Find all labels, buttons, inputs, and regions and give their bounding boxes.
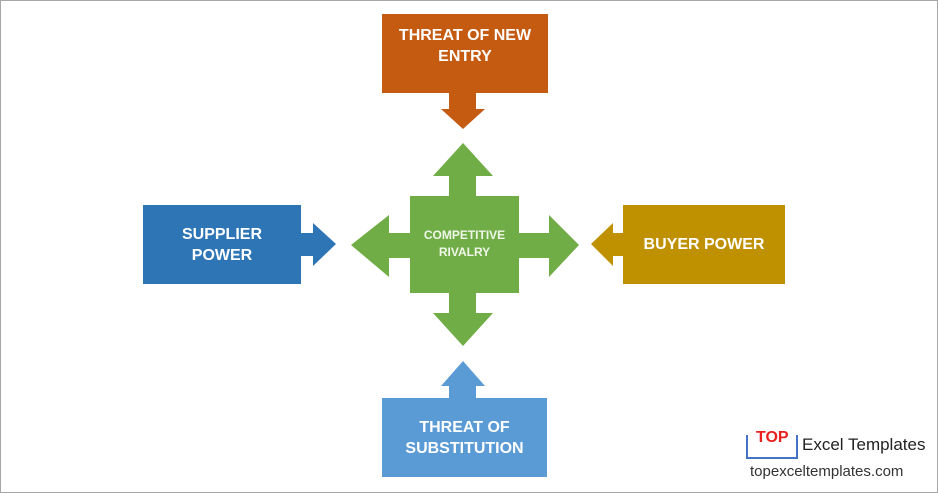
threat-of-substitution-callout xyxy=(382,361,547,477)
threat-of-new-entry-label: THREAT OF NEW ENTRY xyxy=(398,27,532,65)
competitive-rivalry-quad-arrow xyxy=(351,143,579,346)
buyer-power-label: BUYER POWER xyxy=(643,236,765,253)
threat-of-substitution-label: THREAT OF SUBSTITUTION xyxy=(405,418,524,457)
supplier-power-callout xyxy=(143,205,336,284)
buyer-power-callout xyxy=(591,205,785,284)
logo-bracket-icon xyxy=(746,435,798,459)
bottom-shape xyxy=(382,361,547,477)
threat-of-new-entry-callout xyxy=(382,14,548,129)
top-shape xyxy=(382,14,548,129)
center-shape xyxy=(351,143,579,346)
left-shape xyxy=(143,205,336,284)
competitive-rivalry-label: COMPETITIVE RIVALRY xyxy=(423,228,506,259)
logo-name: Excel Templates xyxy=(802,435,926,454)
logo-badge: TOP xyxy=(755,429,790,447)
supplier-power-label: SUPPLIER POWER xyxy=(181,225,262,264)
logo-url: topexceltemplates.com xyxy=(750,463,904,480)
right-shape xyxy=(591,205,785,284)
